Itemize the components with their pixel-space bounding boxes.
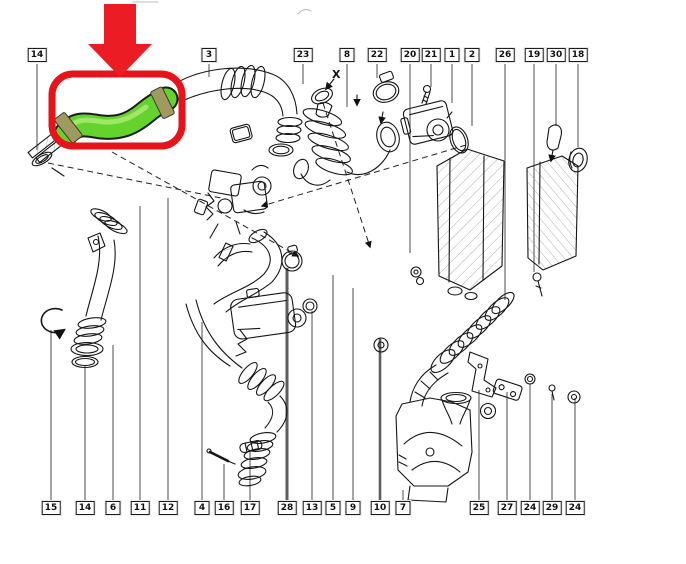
part-label-top-14: 14	[27, 48, 47, 62]
highlight-arrow	[88, 4, 152, 77]
canister-13	[230, 287, 318, 357]
plate-27	[492, 378, 523, 401]
part-label-bottom-16: 16	[214, 501, 234, 515]
clip-17	[239, 440, 263, 454]
x-marker-label: X	[332, 68, 341, 81]
cap-18	[568, 147, 588, 173]
part-label-top-19: 19	[524, 48, 544, 62]
hook-30	[546, 124, 562, 163]
corrugated-duct-8	[293, 94, 400, 186]
part-label-bottom-24b: 24	[565, 501, 585, 515]
part-label-bottom-27: 27	[497, 501, 517, 515]
o-ring-14-bottom	[71, 355, 99, 369]
hose-green-body	[55, 88, 177, 145]
part-label-top-3: 3	[201, 48, 217, 62]
hose-4	[185, 299, 288, 487]
part-label-bottom-14: 14	[75, 501, 95, 515]
leader-lines-bottom	[50, 198, 576, 501]
clamp-22	[372, 70, 400, 125]
part-label-top-30: 30	[546, 48, 566, 62]
part-label-bottom-12: 12	[158, 501, 178, 515]
gasket-and-clamp-ring	[229, 123, 294, 157]
egr-assembly	[193, 164, 272, 239]
part-label-bottom-4: 4	[194, 501, 210, 515]
part-label-bottom-17: 17	[240, 501, 260, 515]
down-pipe-and-clamp-5	[213, 228, 303, 313]
part-label-bottom-10: 10	[370, 501, 390, 515]
part-label-bottom-24: 24	[520, 501, 540, 515]
part-label-bottom-28: 28	[277, 501, 297, 515]
hose-clamp-right	[150, 86, 175, 119]
screw-21	[421, 84, 432, 105]
highlighted-hose	[53, 86, 179, 147]
part-label-bottom-15: 15	[41, 501, 61, 515]
part-label-top-23: 23	[293, 48, 313, 62]
washer-24b	[567, 390, 581, 404]
part-label-top-21: 21	[421, 48, 441, 62]
part-label-bottom-5: 5	[325, 501, 341, 515]
part-label-top-18: 18	[568, 48, 588, 62]
part-label-top-20: 20	[400, 48, 420, 62]
part-label-bottom-7: 7	[395, 501, 411, 515]
part-label-bottom-9: 9	[345, 501, 361, 515]
engine-block-left	[410, 148, 505, 301]
scan-artifacts	[132, 1, 312, 15]
small-hose-12	[213, 242, 253, 267]
pin-16	[206, 448, 236, 465]
nut-24	[524, 373, 536, 385]
part-label-bottom-13: 13	[302, 501, 322, 515]
hose-3	[177, 64, 303, 144]
bracket-25	[467, 351, 497, 398]
part-label-top-8: 8	[339, 48, 355, 62]
clip-15	[40, 307, 66, 340]
highlight-box	[48, 70, 186, 150]
part-label-top-26: 26	[495, 48, 515, 62]
stud-29	[548, 384, 556, 401]
left-pipe-6	[70, 208, 128, 357]
engine-block-right	[526, 155, 579, 297]
part-label-bottom-6: 6	[105, 501, 121, 515]
hose-clamp-left	[54, 112, 83, 144]
grommet-10	[373, 337, 389, 353]
part-label-top-1: 1	[444, 48, 460, 62]
part-label-top-2: 2	[464, 48, 480, 62]
intake-duct-right	[409, 291, 515, 407]
airbox-7	[395, 397, 473, 503]
part-label-bottom-29: 29	[542, 501, 562, 515]
grommet-right	[479, 402, 497, 420]
part-label-bottom-25: 25	[469, 501, 489, 515]
part-label-bottom-11: 11	[130, 501, 150, 515]
part-label-top-22: 22	[367, 48, 387, 62]
throttle-body-1	[400, 100, 454, 145]
funnel-inlet	[440, 391, 472, 425]
